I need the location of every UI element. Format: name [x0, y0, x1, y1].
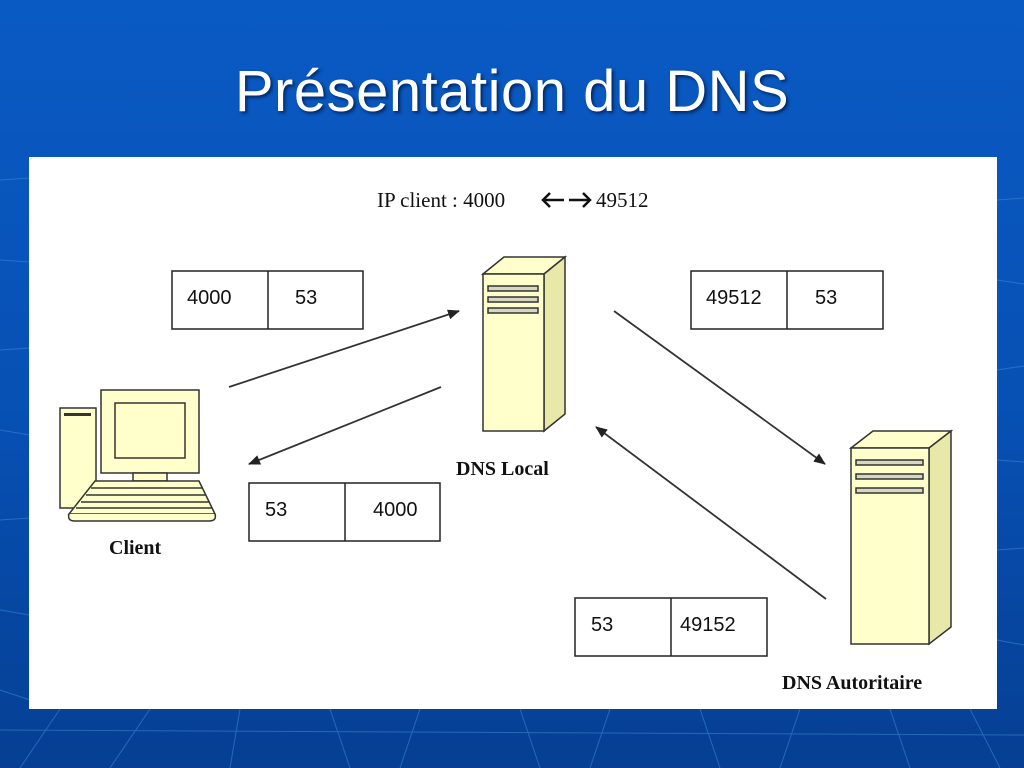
dns-authoritative-label: DNS Autoritaire	[782, 672, 922, 694]
port-cell: 49152	[680, 614, 736, 636]
port-cell: 4000	[373, 499, 418, 521]
port-cell: 4000	[187, 287, 232, 309]
port-cell: 53	[591, 614, 613, 636]
slide-title: Présentation du DNS	[234, 59, 790, 124]
dns-local-label: DNS Local	[456, 458, 549, 480]
client-computer-icon	[59, 389, 217, 522]
dns-diagram-panel: IP client : 4000 49512 4000 53 49512 53 …	[29, 157, 997, 709]
header-port: 49512	[596, 188, 649, 212]
port-cell: 53	[265, 499, 287, 521]
header-ip-client: IP client : 4000	[377, 188, 505, 212]
bidirectional-arrow-icon	[541, 192, 592, 208]
dns-local-server-icon	[480, 255, 568, 433]
port-cell: 53	[815, 287, 837, 309]
port-box-local-to-auth: 49512 53	[690, 270, 884, 330]
port-box-auth-to-local: 53 49152	[574, 597, 768, 657]
arrow-local-to-client	[248, 386, 442, 465]
dns-authoritative-server-icon	[848, 429, 954, 646]
port-box-client-to-local: 4000 53	[171, 270, 364, 330]
arrow-client-to-local	[228, 309, 460, 388]
port-cell: 53	[295, 287, 317, 309]
port-cell: 49512	[706, 287, 762, 309]
client-label: Client	[109, 537, 162, 559]
arrow-local-to-auth	[613, 310, 826, 465]
port-box-local-to-client: 53 4000	[248, 482, 441, 542]
dns-diagram: IP client : 4000 49512 4000 53 49512 53 …	[59, 188, 954, 694]
arrow-auth-to-local	[595, 426, 827, 600]
